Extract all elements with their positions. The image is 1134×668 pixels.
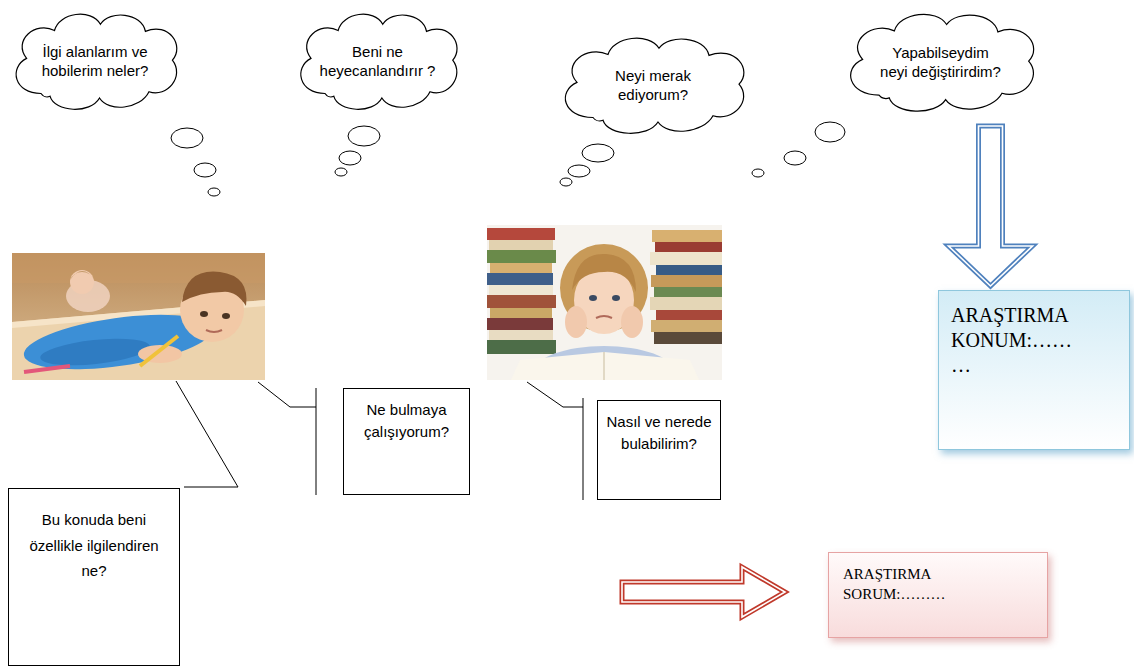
node-text: Ne bulmaya çalışıyorum? [352,399,461,443]
thought-bubbles [171,122,845,196]
cloud-shape [16,14,177,109]
thought-bubble [752,169,764,177]
thought-cloud: Beni ne heyecanlandırır ? [290,8,465,116]
leader-line [176,381,238,487]
node-text: Neyi merak ediyorum? [591,67,715,105]
question-box: Nasıl ve nerede bulabilirim? [597,400,721,500]
cloud-shape [301,14,457,109]
thought-bubble [348,126,380,146]
arrow-inner-line [949,126,1033,286]
block-arrow [949,126,1033,286]
thought-bubble [560,178,572,186]
node-text: ARAŞTIRMA SORUM:……… [843,565,973,604]
node-text: Yapabilseydim neyi değiştirirdim? [877,44,1004,82]
thought-bubble [171,128,203,148]
cloud-shape [565,38,744,133]
question-box: Bu konuda beni özellikle ilgilendiren ne… [8,488,180,666]
thought-bubble [784,151,806,165]
text-block: Beni ne heyecanlandırır ? [318,43,437,81]
text-block: Neyi merak ediyorum? [591,67,715,105]
node-text: ARAŞTIRMA KONUM:…… … [951,303,1091,378]
book-stack [650,230,722,344]
text-block: Ne bulmaya çalışıyorum? [344,389,469,453]
leader-line [258,382,316,407]
block-arrow [622,567,785,617]
thought-bubble [568,165,590,177]
node-text: İlgi alanlarım ve hobilerim neler? [36,43,155,81]
thought-cloud: Neyi merak ediyorum? [553,32,753,140]
bracket [316,388,317,495]
question-box: Ne bulmaya çalışıyorum? [343,388,470,495]
thought-bubble [815,122,845,142]
node-text: Beni ne heyecanlandırır ? [318,43,437,81]
node-text: Nasıl ve nerede bulabilirim? [606,411,712,455]
book-stack [487,228,556,354]
cloud-shape [851,14,1034,111]
topic-box: ARAŞTIRMA KONUM:…… … [938,290,1130,450]
thought-cloud: Yapabilseydim neyi değiştirirdim? [838,8,1043,118]
text-block: İlgi alanlarım ve hobilerim neler? [36,43,155,81]
text-block: Nasıl ve nerede bulabilirim? [598,401,720,465]
thought-cloud: İlgi alanlarım ve hobilerim neler? [5,8,185,116]
thought-bubble [335,168,347,176]
thought-bubble [208,188,220,196]
bracket [583,398,584,500]
text-block: ARAŞTIRMA SORUM:……… [829,553,1047,616]
thought-bubble [194,163,216,177]
thought-bubble [582,144,614,162]
node-text: Bu konuda beni özellikle ilgilendiren ne… [17,507,171,584]
arrow-outline [949,126,1033,286]
girl-photo [487,225,722,380]
text-block: Bu konuda beni özellikle ilgilendiren ne… [9,489,179,594]
leader-line [527,382,583,407]
thought-bubble [339,151,361,165]
research-question-box: ARAŞTIRMA SORUM:……… [828,552,1048,638]
text-block: ARAŞTIRMA KONUM:…… … [939,291,1129,390]
leader-lines [176,381,583,500]
boy-photo [12,253,265,380]
text-block: Yapabilseydim neyi değiştirirdim? [877,44,1004,82]
